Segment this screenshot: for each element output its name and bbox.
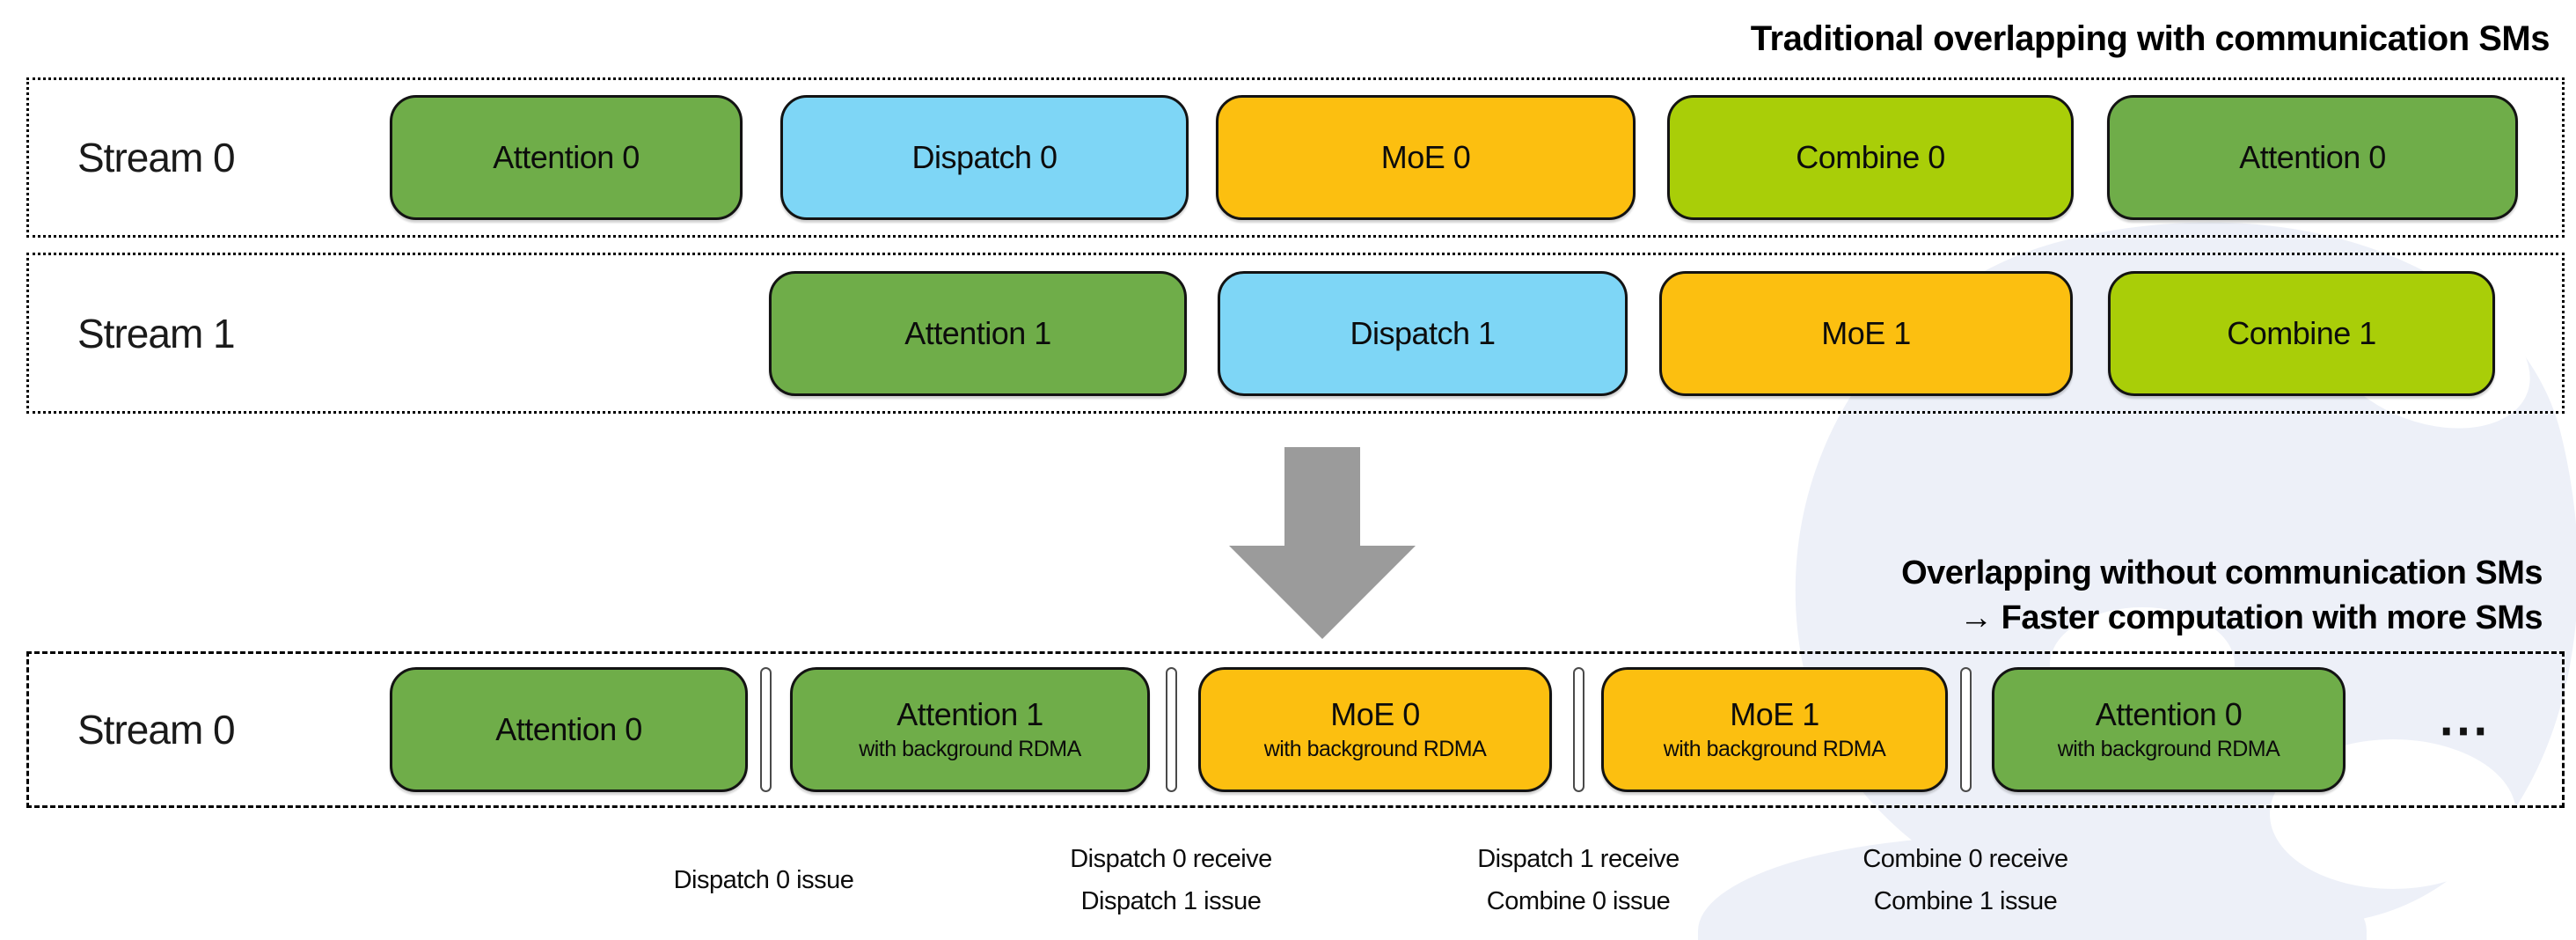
down-arrow-icon	[1229, 447, 1416, 639]
task-block-label: MoE 1	[1821, 314, 1911, 351]
ellipsis-more: ⋯	[2438, 701, 2489, 759]
task-block-label: Combine 1	[2227, 314, 2376, 351]
annotation: Dispatch 0 issue	[674, 836, 854, 924]
bottom-section-title-line1: Overlapping without communication SMs	[1901, 554, 2543, 591]
task-block: Combine 1	[2108, 271, 2495, 396]
bottom-section-title: Overlapping without communication SMs → …	[1901, 551, 2543, 641]
task-block-sublabel: with background RDMA	[1663, 736, 1886, 761]
task-block-label: MoE 1	[1730, 696, 1819, 733]
annotation-line: Combine 0 receive	[1862, 845, 2068, 873]
annotation-line: Dispatch 0 receive	[1070, 845, 1272, 873]
task-block: Attention 1	[769, 271, 1187, 396]
task-block: Attention 0	[390, 667, 748, 792]
task-block-label: Attention 0	[495, 710, 642, 747]
task-block-sublabel: with background RDMA	[2057, 736, 2280, 761]
task-block: Attention 0	[2107, 95, 2518, 220]
task-block-label: Attention 1	[904, 314, 1051, 351]
annotation-line: Combine 0 issue	[1486, 887, 1671, 915]
task-block: Dispatch 0	[780, 95, 1189, 220]
task-block-label: Combine 0	[1796, 138, 1945, 175]
annotation-line: Dispatch 1 receive	[1477, 845, 1680, 873]
stream-label: Stream 1	[77, 310, 236, 356]
task-block-label: Attention 0	[2239, 138, 2386, 175]
annotation-line: Dispatch 0 issue	[673, 866, 854, 894]
annotation-line: Combine 1 issue	[1873, 887, 2058, 915]
stream-label: Stream 0	[77, 135, 236, 180]
stream-separator	[760, 667, 772, 792]
stream-label: Stream 0	[77, 707, 236, 753]
top-section-title: Traditional overlapping with communicati…	[1750, 19, 2550, 58]
task-block: Dispatch 1	[1218, 271, 1628, 396]
stream-row-border	[26, 77, 2565, 238]
task-block: Attention 0 with background RDMA	[1992, 667, 2345, 792]
task-block: MoE 1 with background RDMA	[1601, 667, 1948, 792]
task-block: Attention 0	[390, 95, 743, 220]
task-block: Attention 1 with background RDMA	[790, 667, 1150, 792]
task-block: Combine 0	[1667, 95, 2074, 220]
task-block-sublabel: with background RDMA	[1263, 736, 1487, 761]
stream-separator	[1166, 667, 1177, 792]
task-block-label: MoE 0	[1380, 138, 1471, 175]
task-block-label: Dispatch 0	[911, 138, 1057, 175]
task-block-label: Attention 0	[493, 138, 640, 175]
stream-separator	[1573, 667, 1584, 792]
stream-row-border	[26, 253, 2565, 414]
task-block-label: Dispatch 1	[1350, 314, 1496, 351]
task-block: MoE 0 with background RDMA	[1198, 667, 1552, 792]
task-block-label: MoE 0	[1330, 696, 1420, 733]
stream-separator	[1960, 667, 1972, 792]
task-block-label: Attention 1	[896, 696, 1043, 733]
annotation-line: Dispatch 1 issue	[1080, 887, 1262, 915]
task-block-sublabel: with background RDMA	[859, 736, 1081, 761]
task-block: MoE 0	[1216, 95, 1636, 220]
task-block-label: Attention 0	[2095, 696, 2243, 733]
stream-row-border	[26, 651, 2565, 808]
bottom-section-title-line2: → Faster computation with more SMs	[1959, 599, 2543, 636]
task-block: MoE 1	[1659, 271, 2073, 396]
